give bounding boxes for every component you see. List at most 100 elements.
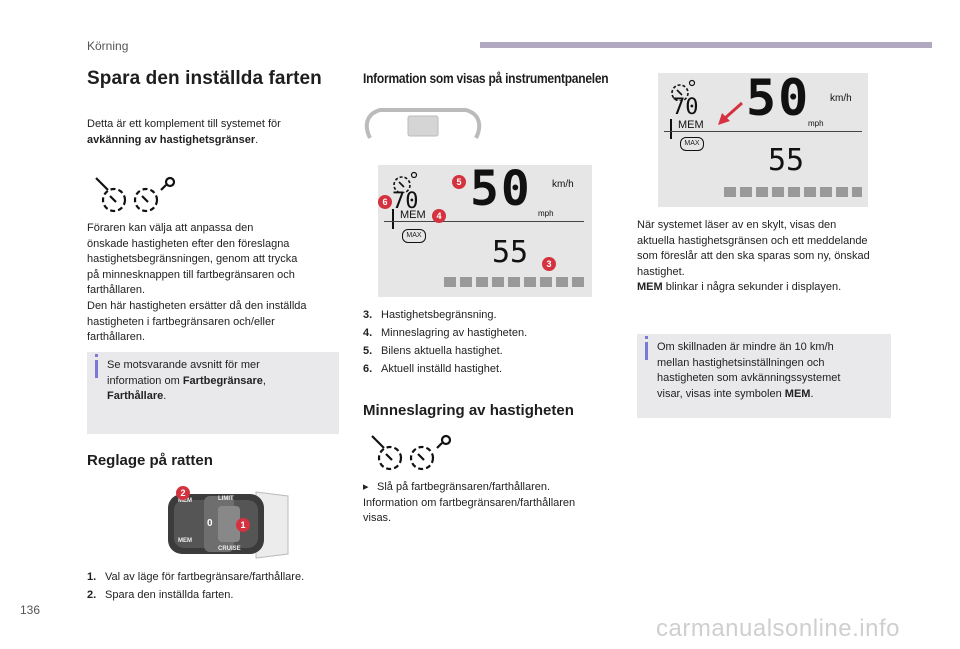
speed-memory-icon [95, 176, 176, 213]
step-line: ▸ Slå på fartbegränsaren/farthållaren. [363, 480, 613, 496]
note-line: mellan hastighetsinställningen och [657, 356, 825, 369]
watermark: carmanualsonline.info [656, 615, 900, 642]
divider-line [384, 221, 584, 222]
stalk-badge-2: 2 [176, 486, 190, 500]
list-item: 6. Aktuell inställd hastighet. [363, 360, 603, 378]
list-text: Aktuell inställd hastighet. [381, 363, 503, 375]
badge-3: 3 [542, 257, 556, 271]
max-icon: MAX [402, 229, 426, 243]
speed-memory-icon [371, 434, 452, 471]
list-num: 3. [363, 309, 373, 321]
list-num: 1. [87, 571, 97, 583]
info-icon [95, 354, 98, 378]
mem-label: MEM [678, 119, 704, 131]
badge-6: 6 [378, 195, 392, 209]
note-line: Om skillnaden är mindre än 10 km/h [657, 341, 834, 353]
list-item: 5. Bilens aktuella hastighet. [363, 342, 603, 360]
stalk-mem-bottom: MEM [178, 538, 192, 544]
mem-label: MEM [400, 209, 426, 221]
memory-steps: ▸ Slå på fartbegränsaren/farthållaren. In… [363, 480, 613, 527]
max-icon: MAX [680, 137, 704, 151]
stalk-mem-top: MEM [178, 498, 192, 504]
instrument-title: Information som visas på instrumentpanel… [363, 70, 609, 86]
note-line: information om [107, 374, 180, 387]
note-bold: MEM [784, 387, 811, 400]
mem-bold: MEM [637, 281, 663, 294]
unit-mph: mph [808, 119, 824, 128]
list-item: 1. Val av läge för fartbegränsare/farthål… [87, 568, 347, 586]
unit-kmh: km/h [552, 179, 574, 190]
stalk-zero: 0 [207, 518, 213, 529]
right-body: När systemet läser av en skylt, visas de… [637, 218, 907, 296]
list-num: 2. [87, 589, 97, 601]
list-item: 3. Hastighetsbegränsning. [363, 306, 603, 324]
step-line: Information om fartbegränsaren/farthålla… [363, 496, 576, 509]
list-num: 5. [363, 345, 373, 357]
left-body-line: Den här hastigheten ersätter då den inst… [87, 299, 307, 312]
speedometer-icon [393, 171, 418, 193]
current-speed: 50 [746, 69, 811, 127]
current-speed: 50 [470, 161, 532, 217]
list-num: 4. [363, 327, 373, 339]
note-bold: Farthållare [107, 390, 164, 403]
set-speed: 70 [672, 95, 699, 120]
list-item: 4.Minneslagring av hastigheten. [363, 324, 603, 342]
mem-arrow [670, 119, 672, 139]
note-end: . [163, 390, 167, 403]
badge-4: 4 [432, 209, 446, 223]
note-text: Om skillnaden är mindre än 10 km/h mella… [657, 340, 881, 402]
right-body-line: När systemet läser av en skylt, visas de… [637, 219, 837, 231]
list-item: 2. Spara den inställda farten. [87, 586, 347, 604]
speed-limit-display: 55 [492, 235, 529, 270]
left-body-line: hastigheten i fartbegränsaren och/eller [87, 315, 275, 328]
memory-title: Minneslagring av hastigheten [363, 402, 574, 419]
note-text: Se motsvarande avsnitt för mer informati… [107, 358, 329, 405]
stalk-illustration: MEM MEM LIMIT CRUISE 0 1 2 [160, 484, 292, 564]
page-title: Spara den inställda farten [87, 68, 322, 89]
right-body-line: hastighet. [637, 265, 685, 278]
legend-list: 3. Hastighetsbegränsning. 4.Minneslagring… [363, 306, 603, 378]
left-body-line: hastighetsbegränsningen, genom att tryck… [87, 253, 298, 266]
mem-arrow [392, 209, 394, 229]
cluster-icon [364, 108, 482, 139]
intro-line: Detta är ett komplement till systemet fö… [87, 118, 281, 130]
bullet-icon: ▸ [363, 481, 369, 493]
left-body-line: Föraren kan välja att anpassa den [87, 222, 254, 234]
page-number: 136 [20, 603, 41, 617]
display-panel-middle: 50 km/h mph 70 MEM MAX 55 5 6 4 3 [378, 161, 592, 297]
right-body-line: aktuella hastighetsgränsen och ett medde… [637, 234, 868, 247]
step-line: visas. [363, 512, 392, 525]
intro-text: Detta är ett komplement till systemet fö… [87, 117, 337, 148]
right-body-line: MEM blinkar i några sekunder i displayen… [637, 280, 907, 296]
list-text: Val av läge för fartbegränsare/farthålla… [105, 571, 305, 583]
segment-placeholder [444, 277, 584, 287]
stalk-drawing [168, 491, 289, 559]
display-panel-right: 50 km/h mph 70 MEM MAX 55 [658, 69, 868, 207]
left-body: Föraren kan välja att anpassa den önskad… [87, 221, 347, 346]
left-body-line: på minnesknappen till fartbegränsaren oc… [87, 268, 295, 281]
stalk-limit: LIMIT [218, 496, 234, 502]
segment-placeholder [724, 187, 862, 197]
note-line: Se motsvarande avsnitt för mer [107, 359, 260, 371]
divider-line [664, 131, 862, 132]
list-text: Bilens aktuella hastighet. [381, 345, 503, 357]
speedometer-icon [671, 79, 696, 101]
list-text: Hastighetsbegränsning. [381, 309, 497, 321]
note-last: visar, visas inte symbolen [657, 387, 782, 400]
info-note-right: Om skillnaden är mindre än 10 km/h mella… [637, 334, 891, 418]
controls-list: 1. Val av läge för fartbegränsare/farthål… [87, 568, 347, 604]
right-body-line: som föreslår att den ska sparas som ny, … [637, 250, 870, 263]
list-text: Spara den inställda farten. [105, 589, 234, 601]
list-num: 6. [363, 363, 373, 375]
step-text: Slå på fartbegränsaren/farthållaren. [377, 481, 551, 493]
intro-end: . [255, 133, 259, 146]
speed-limit-display: 55 [768, 143, 805, 178]
unit-kmh: km/h [830, 93, 852, 104]
note-end: . [810, 387, 814, 400]
left-body-line: farthållaren. [87, 284, 146, 297]
stalk-cruise: CRUISE [218, 546, 241, 552]
left-body-line: farthållaren. [87, 331, 146, 344]
info-icon [645, 336, 648, 360]
unit-mph: mph [538, 209, 554, 218]
mem-rest: blinkar i några sekunder i displayen. [662, 281, 842, 294]
